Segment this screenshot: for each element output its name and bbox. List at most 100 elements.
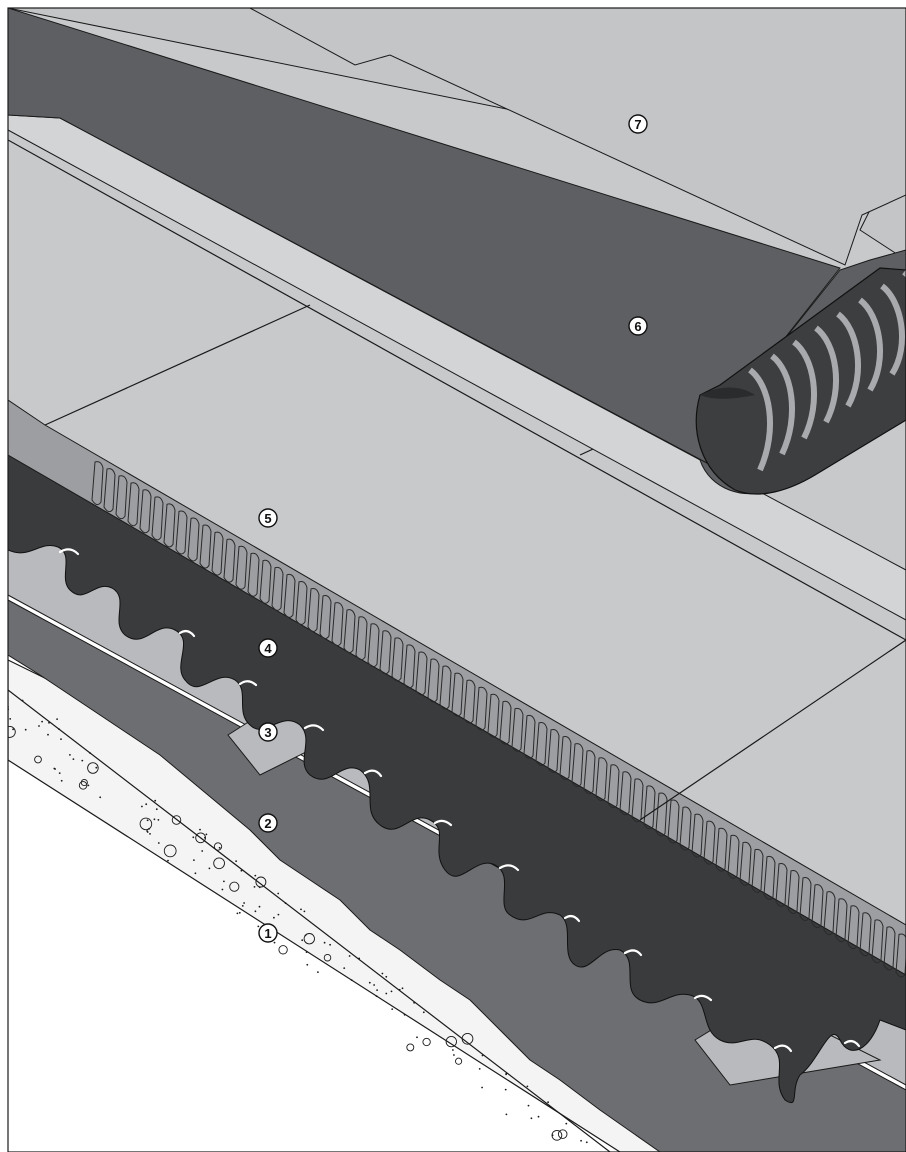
aggregate-speck	[398, 988, 401, 991]
aggregate-speck	[416, 1036, 418, 1039]
insulation-fibre	[607, 764, 620, 809]
insulation-fibre	[547, 729, 560, 773]
aggregate-speck	[323, 941, 326, 944]
aggregate-speck	[537, 1115, 540, 1118]
aggregate-speck	[258, 886, 261, 889]
insulation-fibre	[847, 905, 860, 950]
insulation-fibre	[835, 898, 848, 943]
insulation-fibre	[451, 672, 464, 717]
insulation-fibre	[559, 736, 572, 780]
roll-band	[748, 367, 773, 472]
aggregate-speck	[273, 941, 276, 944]
insulation-fibre	[307, 588, 320, 632]
aggregate-speck	[154, 799, 157, 802]
callout-label: 5	[264, 511, 271, 526]
aggregate-speck	[565, 1122, 568, 1125]
aggregate-speck	[146, 830, 149, 832]
aggregate-speck	[273, 916, 275, 919]
insulation-fibre	[283, 573, 296, 618]
concrete-aggregate	[8, 699, 588, 1144]
aggregate-speck	[277, 913, 280, 916]
insulation-fibre	[811, 884, 824, 929]
aggregate-speck	[146, 819, 149, 822]
insulation-fibre	[211, 531, 224, 576]
aggregate-speck	[204, 836, 206, 839]
aggregate-speck	[199, 828, 201, 831]
callout-circle	[258, 923, 278, 943]
aggregate-speck	[149, 833, 151, 835]
aggregate-speck	[95, 766, 98, 769]
aggregate-speck	[305, 951, 308, 953]
concrete-deck-edge	[8, 689, 611, 1152]
aggregate-speck	[445, 1035, 457, 1048]
aggregate-speck	[139, 817, 153, 831]
roll-band	[792, 339, 817, 440]
callout-circle	[628, 114, 648, 134]
aggregate-speck	[8, 725, 16, 738]
insulation-fibre	[763, 855, 776, 900]
aggregate-speck	[171, 815, 182, 825]
callout-label: 7	[634, 117, 641, 132]
aggregate-speck	[376, 989, 378, 991]
insulation-fibre	[727, 834, 740, 879]
insulation-fibre	[91, 461, 104, 506]
aggregate-speck	[381, 972, 384, 975]
aggregate-speck	[78, 781, 88, 790]
aggregate-speck	[557, 1129, 568, 1139]
insulation-fibre	[139, 489, 152, 534]
aggregate-speck	[277, 892, 280, 895]
aggregate-speck	[453, 1054, 455, 1056]
aggregate-speck	[343, 967, 346, 969]
insulation-fibre	[343, 609, 356, 654]
aggregate-speck	[58, 772, 61, 774]
aggregate-speck	[56, 718, 58, 720]
aggregate-speck	[47, 733, 49, 736]
aggregate-speck	[238, 911, 241, 914]
insulation-fibre	[667, 799, 680, 844]
insulation-fibre	[475, 686, 488, 731]
callout-circle	[258, 722, 278, 742]
insulation-fibre	[199, 524, 212, 569]
insulation-fibre	[235, 545, 248, 590]
insulation-fibre	[883, 926, 896, 971]
aggregate-speck	[208, 867, 211, 870]
insulation-fibre	[247, 552, 260, 597]
aggregate-speck	[58, 728, 60, 730]
aggregate-speck	[391, 1008, 394, 1010]
aggregate-speck	[478, 1068, 481, 1070]
aggregate-speck	[278, 945, 288, 955]
aggregate-speck	[547, 1101, 549, 1104]
aggregate-speck	[221, 888, 224, 891]
callout-6: 6	[628, 316, 648, 336]
aggregate-speck	[155, 808, 158, 811]
aggregate-speck	[205, 833, 208, 836]
aggregate-speck	[585, 1141, 588, 1144]
aggregate-speck	[99, 796, 102, 799]
aggregate-speck	[255, 876, 267, 888]
callout-circle	[628, 316, 648, 336]
insulation-fibre	[535, 721, 548, 766]
aggregate-speck	[461, 1032, 474, 1045]
insulation-fibre	[415, 651, 428, 696]
insulation-fibre	[223, 538, 236, 583]
roll-band	[880, 283, 905, 376]
callout-label: 1	[264, 926, 271, 941]
insulation-fibre	[583, 750, 596, 795]
insulation-fibre	[331, 602, 344, 647]
roll-band	[770, 353, 795, 456]
insulation-fibre	[355, 616, 368, 661]
aggregate-speck	[89, 752, 91, 754]
frame-border	[7, 7, 906, 1152]
aggregate-speck	[223, 880, 225, 883]
aggregate-speck	[167, 859, 169, 862]
aggregate-speck	[284, 902, 287, 905]
aggregate-speck	[530, 1117, 533, 1120]
aggregate-speck	[505, 1073, 507, 1076]
insulation-fibre	[619, 771, 632, 816]
insulation-fibre	[751, 848, 764, 893]
aggregate-speck	[504, 1088, 507, 1091]
insulation-fibre	[391, 637, 404, 682]
callout-5: 5	[258, 508, 278, 528]
aggregate-speck	[303, 933, 315, 945]
